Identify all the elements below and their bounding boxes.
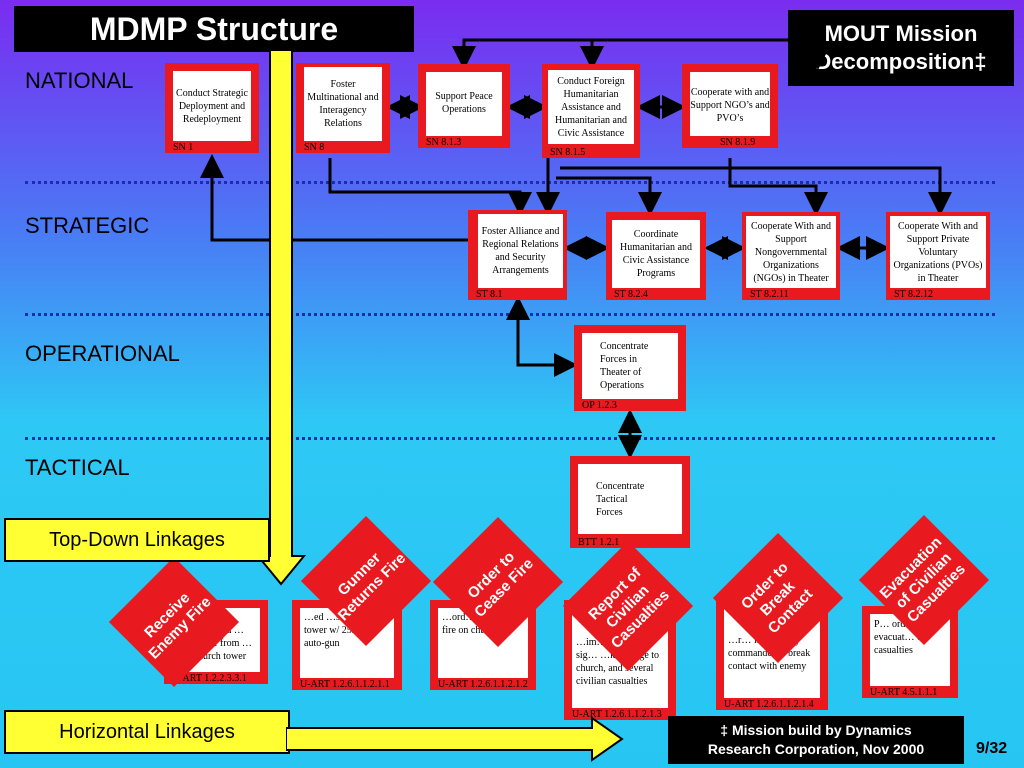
node-st-8-2-4: Coordinate Humanitarian and Civic Assist… bbox=[606, 212, 706, 300]
node-sn-1-text: Conduct Strategic Deployment and Redeplo… bbox=[173, 71, 251, 141]
top-down-linkages-label: Top-Down Linkages bbox=[4, 518, 270, 562]
footer-line2: Research Corporation, Nov 2000 bbox=[707, 741, 925, 757]
node-sn-8-1-5-code: SN 8.1.5 bbox=[550, 147, 586, 158]
node-st-8-2-12-code: ST 8.2.12 bbox=[894, 289, 933, 300]
page-number: 9/32 bbox=[976, 740, 1008, 757]
node-op-1-2-3: Concentrate Forces in Theater of Operati… bbox=[574, 325, 686, 411]
node-sn-8-code: SN 8 bbox=[304, 142, 325, 153]
node-st-8-2-12-text: Cooperate With and Support Private Volun… bbox=[890, 216, 986, 288]
action-box-6-code: U-ART 4.5.1.1.1 bbox=[870, 687, 938, 698]
node-st-8-2-11-code: ST 8.2.11 bbox=[750, 289, 789, 300]
level-national: NATIONAL bbox=[25, 68, 134, 93]
action-box-4-code: U-ART 1.2.6.1.1.2.1.3 bbox=[572, 709, 662, 720]
node-st-8-2-11-text: Cooperate With and Support Nongovernment… bbox=[746, 216, 836, 288]
horizontal-linkages-label: Horizontal Linkages bbox=[4, 710, 290, 754]
level-operational: OPERATIONAL bbox=[25, 341, 180, 366]
node-btt-1-2-1-text: Concentrate Tactical Forces bbox=[578, 464, 682, 534]
node-st-8-2-4-text: Coordinate Humanitarian and Civic Assist… bbox=[612, 220, 700, 288]
node-st-8-1-text: Foster Alliance and Regional Relations a… bbox=[478, 214, 563, 288]
node-sn-1: Conduct Strategic Deployment and Redeplo… bbox=[165, 63, 259, 153]
node-op-1-2-3-code: OP 1.2.3 bbox=[582, 400, 617, 411]
page-title: MDMP Structure bbox=[14, 6, 414, 52]
node-sn-8-1-5-text: Conduct Foreign Humanitarian Assistance … bbox=[548, 70, 634, 144]
footer-credit: ‡ Mission build by Dynamics Research Cor… bbox=[668, 716, 964, 764]
action-box-5-code: U-ART 1.2.6.1.1.2.1.4 bbox=[724, 699, 814, 710]
top-down-arrow bbox=[258, 50, 307, 586]
node-sn-8-1-3-text: Support Peace Operations bbox=[426, 72, 502, 136]
divider-3 bbox=[25, 437, 995, 440]
node-sn-8-1-9-text: Cooperate with and Support NGO’s and PVO… bbox=[690, 72, 770, 136]
node-sn-1-code: SN 1 bbox=[173, 142, 194, 153]
node-st-8-2-12: Cooperate With and Support Private Volun… bbox=[886, 212, 990, 300]
horizontal-arrow bbox=[286, 716, 624, 762]
mission-title: MOUT Mission Decomposition‡ bbox=[788, 10, 1014, 86]
node-sn-8-1-9: Cooperate with and Support NGO’s and PVO… bbox=[682, 64, 778, 148]
node-sn-8-text: Foster Multinational and Interagency Rel… bbox=[304, 67, 382, 141]
action-box-2-code: U-ART 1.2.6.1.1.2.1.1 bbox=[300, 679, 390, 690]
node-st-8-1-code: ST 8.1 bbox=[476, 289, 503, 300]
divider-1 bbox=[25, 181, 995, 184]
node-sn-8-1-9-code: SN 8.1.9 bbox=[720, 137, 756, 148]
mission-title-line2: Decomposition‡ bbox=[815, 49, 987, 74]
node-op-1-2-3-text: Concentrate Forces in Theater of Operati… bbox=[582, 333, 678, 399]
level-strategic: STRATEGIC bbox=[25, 213, 150, 238]
node-sn-8: Foster Multinational and Interagency Rel… bbox=[296, 63, 390, 153]
mission-title-line1: MOUT Mission bbox=[824, 21, 978, 46]
level-tactical: TACTICAL bbox=[25, 455, 130, 480]
node-btt-1-2-1-code: BTT 1.2.1 bbox=[578, 537, 620, 548]
node-st-8-1: Foster Alliance and Regional Relations a… bbox=[468, 210, 567, 300]
node-sn-8-1-3-code: SN 8.1.3 bbox=[426, 137, 462, 148]
node-st-8-2-11: Cooperate With and Support Nongovernment… bbox=[742, 212, 840, 300]
node-btt-1-2-1: Concentrate Tactical Forces BTT 1.2.1 bbox=[570, 456, 690, 548]
node-sn-8-1-5: Conduct Foreign Humanitarian Assistance … bbox=[542, 64, 640, 158]
footer-line1: ‡ Mission build by Dynamics bbox=[720, 722, 912, 738]
node-st-8-2-4-code: ST 8.2.4 bbox=[614, 289, 648, 300]
node-sn-8-1-3: Support Peace Operations SN 8.1.3 bbox=[418, 64, 510, 148]
action-box-1-code: U-ART 1.2.2.3.3.1 bbox=[172, 673, 247, 684]
action-box-3-code: U-ART 1.2.6.1.1.2.1.2 bbox=[438, 679, 528, 690]
